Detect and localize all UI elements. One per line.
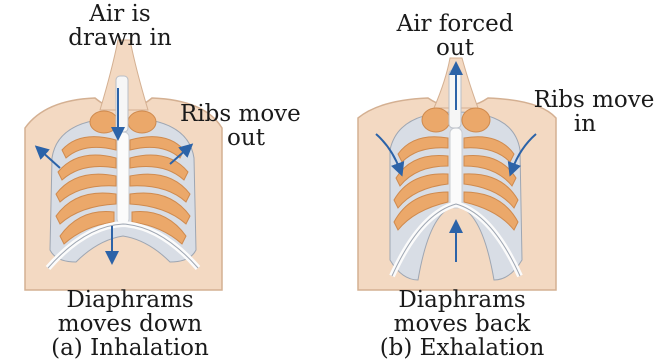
inhalation-ribs-label-line1: Ribs move: [180, 102, 300, 126]
inhalation-air-label-line2: drawn in: [60, 26, 180, 50]
inhalation-diaphragm-label-line1: Diaphrams: [40, 288, 220, 312]
exhalation-air-label-line2: out: [405, 36, 505, 60]
inhalation-diaphragm-label-line2: moves down: [30, 312, 230, 336]
inhalation-lung-top-right: [128, 111, 156, 133]
exhalation-diaphragm-label-line2: moves back: [362, 312, 562, 336]
exhalation-lung-top-right: [462, 108, 490, 132]
inhalation-sternum: [117, 132, 129, 224]
exhalation-caption: (b) Exhalation: [352, 336, 572, 360]
inhalation-air-label-line1: Air is: [70, 2, 170, 26]
exhalation-ribs-label-line2: in: [555, 112, 615, 136]
exhalation-ribs-label-line1: Ribs move: [526, 88, 662, 112]
exhalation-lung-top-left: [422, 108, 450, 132]
exhalation-diaphragm-label-line1: Diaphrams: [372, 288, 552, 312]
inhalation-lung-top-left: [90, 111, 118, 133]
exhalation-air-label-line1: Air forced: [380, 12, 530, 36]
exhalation-sternum: [450, 128, 462, 208]
inhalation-figure: [25, 40, 222, 290]
inhalation-caption: (a) Inhalation: [20, 336, 240, 360]
inhalation-ribs-label-line2: out: [196, 126, 296, 150]
